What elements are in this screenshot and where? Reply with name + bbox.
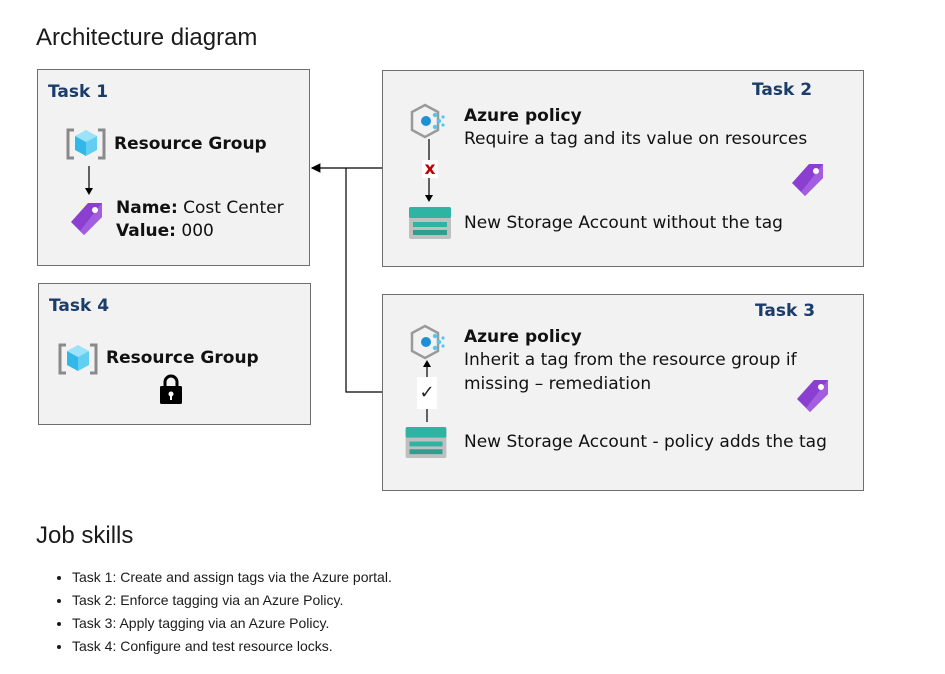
task2-label: Task 2 xyxy=(752,80,813,100)
skill-item: Task 4: Configure and test resource lock… xyxy=(72,635,392,658)
skill-item: Task 2: Enforce tagging via an Azure Pol… xyxy=(72,589,392,612)
check-icon: ✓ xyxy=(417,377,437,409)
task3-tag-icon xyxy=(797,380,828,412)
skill-item: Task 1: Create and assign tags via the A… xyxy=(72,566,392,589)
azure-policy-icon xyxy=(410,103,445,139)
skills-list: Task 1: Create and assign tags via the A… xyxy=(36,566,392,658)
task4-label: Task 4 xyxy=(49,296,110,316)
task1-rg-label: Resource Group xyxy=(114,134,267,154)
architecture-heading: Architecture diagram xyxy=(36,24,258,51)
task3-label: Task 3 xyxy=(755,301,816,321)
task2-policy-desc: Require a tag and its value on resources xyxy=(464,129,808,149)
lock-icon xyxy=(160,374,182,404)
storage-account-icon xyxy=(409,207,451,239)
task4-rg-label: Resource Group xyxy=(106,348,259,368)
skill-item: Task 3: Apply tagging via an Azure Polic… xyxy=(72,612,392,635)
tag-value-key: Value: xyxy=(116,221,176,241)
resource-group-icon xyxy=(66,128,106,160)
tag-name-value: Cost Center xyxy=(183,198,284,218)
task3-azure-policy-icon xyxy=(410,324,445,360)
task2-storage-text: New Storage Account without the tag xyxy=(464,213,783,233)
task3-storage-text: New Storage Account - policy adds the ta… xyxy=(464,432,827,452)
task2-tag-icon xyxy=(792,164,823,196)
tag-value-line: Value: 000 xyxy=(116,221,214,241)
tag-value-value: 000 xyxy=(181,221,214,241)
task3-box: Task 3 Azure policy Inherit a tag from t… xyxy=(382,294,864,491)
task4-resource-group-icon xyxy=(58,343,98,375)
task1-label: Task 1 xyxy=(48,82,109,102)
down-arrow-icon xyxy=(85,166,93,195)
tag-name-key: Name: xyxy=(116,198,178,218)
task3-policy-desc-line1: Inherit a tag from the resource group if xyxy=(464,350,797,370)
tag-icon xyxy=(71,203,102,235)
task3-policy-desc-line2: missing – remediation xyxy=(464,374,652,394)
task3-to-task1-connector xyxy=(345,168,383,393)
task3-policy-title: Azure policy xyxy=(464,327,582,347)
tag-name-line: Name: Cost Center xyxy=(116,198,284,218)
task3-storage-account-icon xyxy=(405,426,447,459)
task4-box: Task 4 Resource Group xyxy=(38,283,311,425)
task1-box: Task 1 Resource Group Name: Cost Center … xyxy=(37,69,310,266)
job-skills-heading: Job skills xyxy=(36,522,134,549)
blocked-x-icon: x xyxy=(422,160,438,178)
task2-box: Task 2 Azure policy Require a tag and it… xyxy=(382,70,864,267)
task2-policy-title: Azure policy xyxy=(464,106,582,126)
